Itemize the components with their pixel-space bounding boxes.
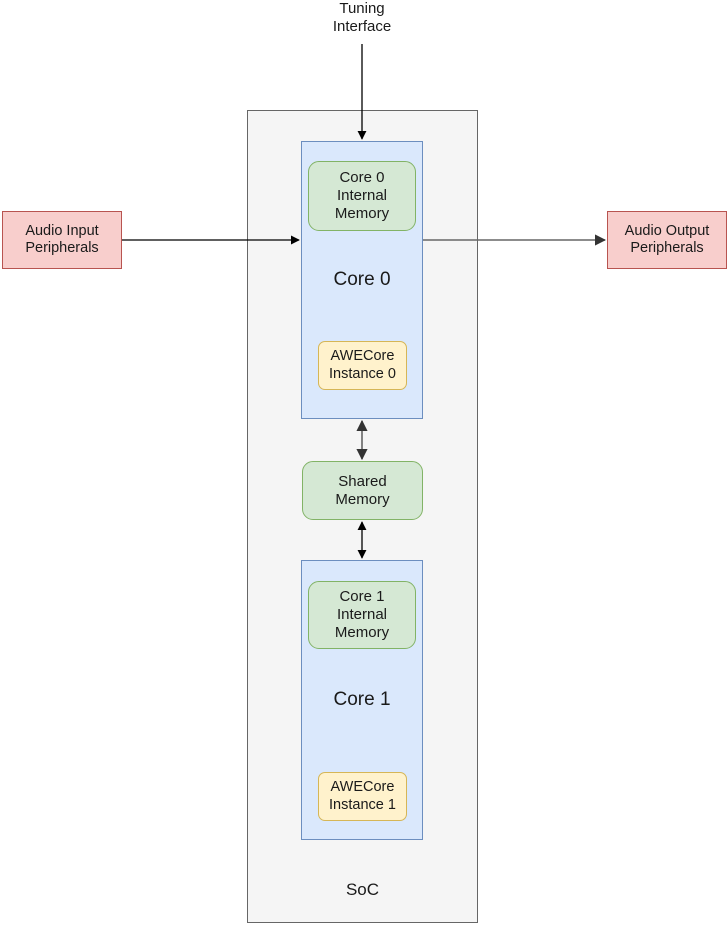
audio-input-peripherals-block: Audio Input Peripherals xyxy=(2,211,122,269)
core-1-label: Core 1 xyxy=(333,688,391,710)
audio-input-peripherals-label: Audio Input Peripherals xyxy=(25,222,99,256)
awecore-instance-0-label: AWECore Instance 0 xyxy=(329,348,396,382)
soc-label: SoC xyxy=(345,879,380,899)
audio-output-peripherals-label: Audio Output Peripherals xyxy=(624,222,710,256)
core-1-internal-memory-label: Core 1 Internal Memory xyxy=(334,588,390,641)
tuning-interface-label: Tuning Interface xyxy=(332,0,392,36)
awecore-instance-1-block: AWECore Instance 1 xyxy=(318,772,407,821)
audio-output-peripherals-block: Audio Output Peripherals xyxy=(607,211,727,269)
shared-memory-label: Shared Memory xyxy=(335,472,390,508)
core-0-internal-memory-block: Core 0 Internal Memory xyxy=(308,161,416,231)
core-0-label: Core 0 xyxy=(333,268,391,290)
core-1-internal-memory-block: Core 1 Internal Memory xyxy=(308,581,416,649)
shared-memory-block: Shared Memory xyxy=(302,461,423,520)
awecore-instance-1-label: AWECore Instance 1 xyxy=(329,779,396,813)
awecore-instance-0-block: AWECore Instance 0 xyxy=(318,341,407,390)
core-0-internal-memory-label: Core 0 Internal Memory xyxy=(334,169,390,222)
